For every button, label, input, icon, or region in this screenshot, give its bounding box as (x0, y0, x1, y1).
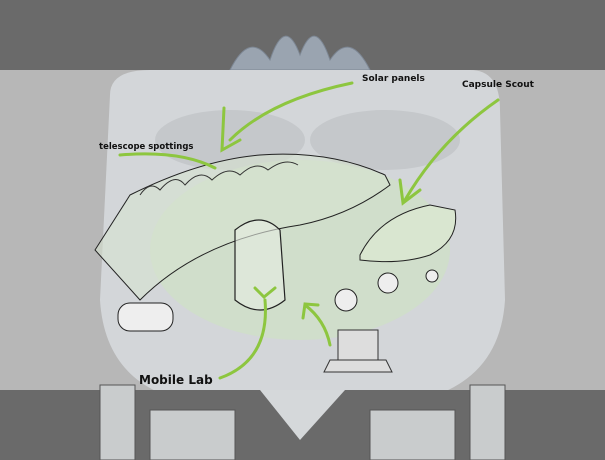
laptop-icon (323, 329, 393, 373)
mobile-lab-pod (234, 219, 286, 311)
label-telescope-spottings: telescope spottings (99, 142, 194, 152)
top-fins (229, 35, 371, 71)
tracks (99, 384, 506, 460)
capsule-scout (359, 204, 457, 263)
wheels (117, 269, 439, 332)
annotation-arrows (118, 81, 500, 380)
label-solar-panels: Solar panels (362, 74, 425, 84)
label-capsule-scout: Capsule Scout (462, 80, 534, 90)
label-mobile-lab: Mobile Lab (139, 373, 213, 387)
